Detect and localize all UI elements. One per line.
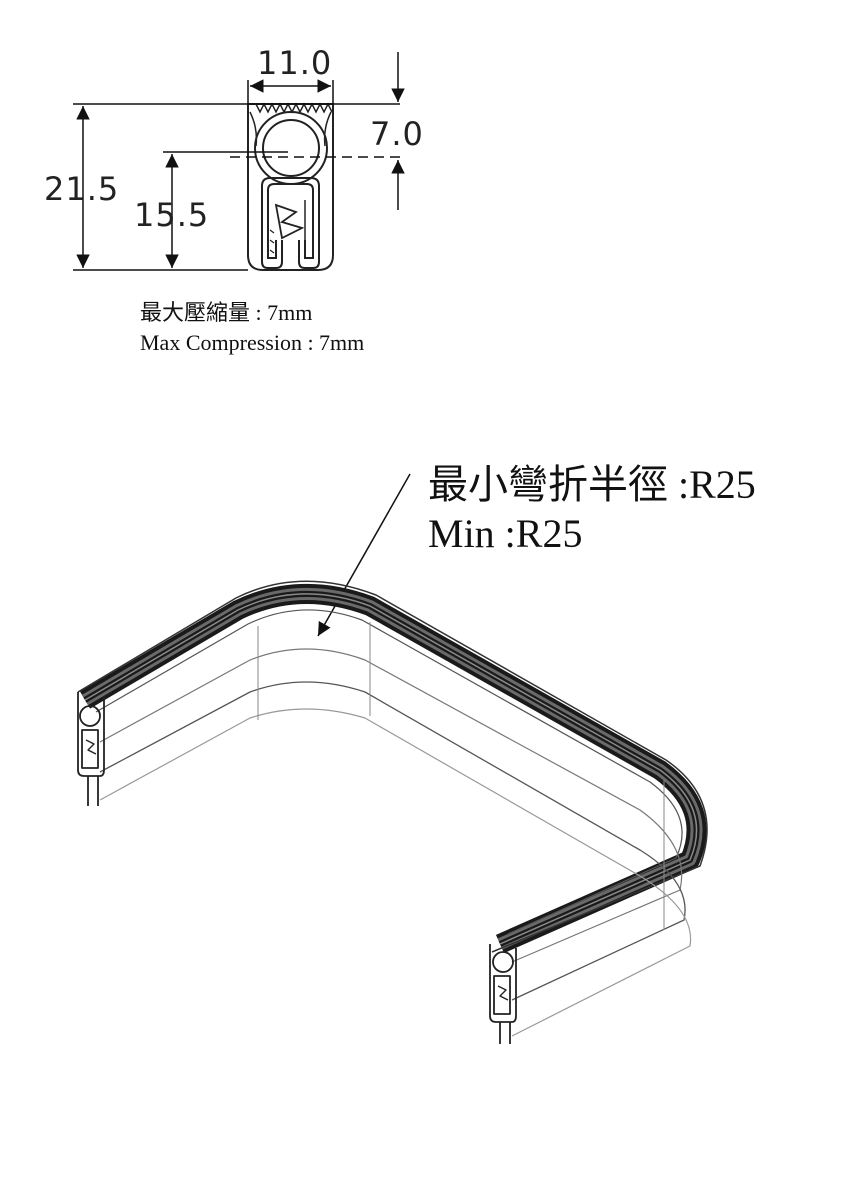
bend-radius-leader <box>317 473 411 637</box>
bent-seal-illustration <box>77 580 708 1044</box>
max-compression-label-cn: 最大壓縮量 : 7mm <box>140 300 313 325</box>
clip-height-dimension: 15.5 <box>134 196 209 234</box>
dimension-lines <box>73 52 405 271</box>
min-bend-radius-label-cn: 最小彎折半徑 :R25 <box>428 462 756 507</box>
left-end-profile <box>77 692 105 806</box>
max-compression-label-en: Max Compression : 7mm <box>140 330 365 355</box>
cross-section-profile <box>247 102 334 271</box>
min-bend-radius-label-en: Min :R25 <box>428 511 583 556</box>
bulb-height-dimension: 7.0 <box>370 115 424 153</box>
right-end-profile <box>489 944 517 1044</box>
total-height-dimension: 21.5 <box>44 170 119 208</box>
width-dimension: 11.0 <box>257 44 332 82</box>
